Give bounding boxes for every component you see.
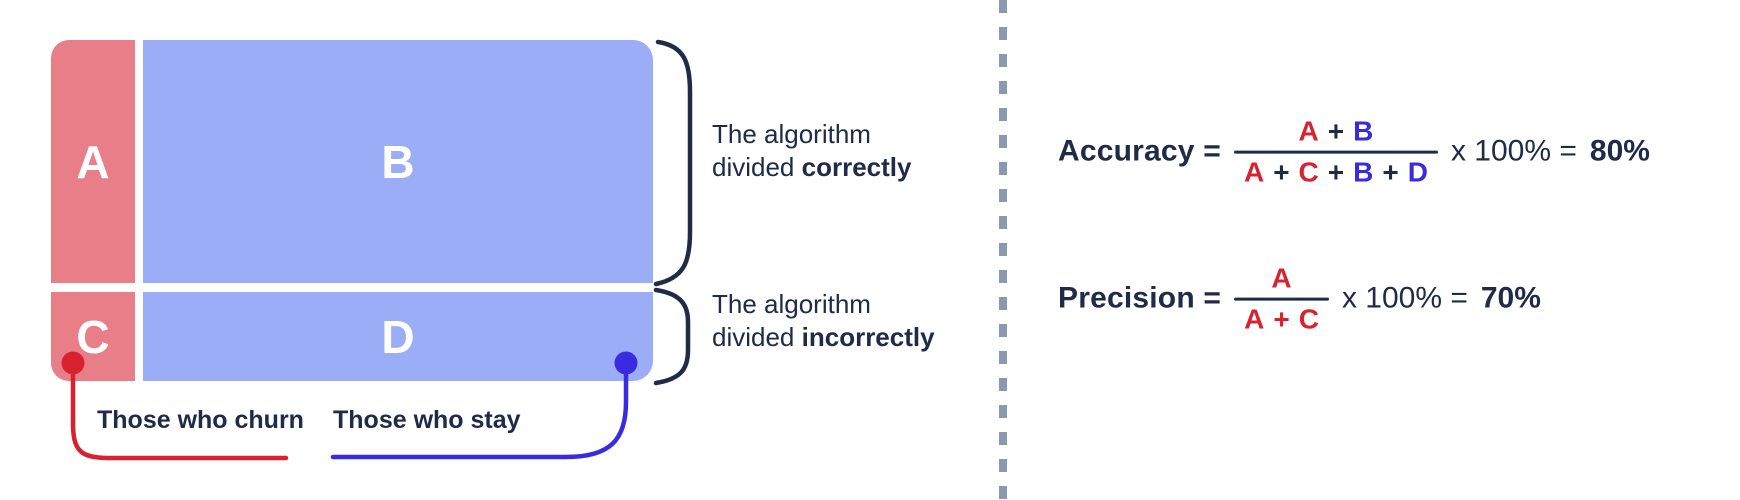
caption-divided-incorrectly: The algorithm divided incorrectly [712,288,935,354]
formula-token: A [1243,156,1265,188]
caption-incorrect-line2: divided [712,322,802,352]
caption-correct-bold: correctly [801,152,912,182]
precision-suffix: x 100% = [1341,282,1468,315]
accuracy-formula: Accuracy = A+B A+C+B+D x 100% = 80% [1058,115,1650,190]
caption-correct-line1: The algorithm [712,119,871,149]
accuracy-label: Accuracy = [1058,135,1221,168]
formula-token: B [1353,115,1374,147]
accuracy-result: 80% [1589,135,1650,168]
caption-correct-line2: divided [712,152,802,182]
accuracy-suffix: x 100% = [1450,135,1577,168]
matrix-cell-a: A [51,40,135,283]
cell-c-label: C [76,310,110,363]
precision-result: 70% [1480,282,1541,315]
accuracy-denominator: A+C+B+D [1234,156,1438,190]
matrix-cell-d: D [143,292,653,381]
precision-denominator: A+C [1234,303,1329,337]
formula-token: B [1353,156,1374,188]
accuracy-numerator: A+B [1289,115,1384,149]
formula-token: + [1382,156,1399,188]
fraction-bar [1234,297,1329,301]
formula-token: A [1244,303,1265,335]
cell-a-label: A [76,135,110,188]
formula-token: + [1327,156,1345,188]
brace-top-icon [653,39,693,287]
formula-token: + [1273,303,1290,335]
caption-divided-correctly: The algorithm divided correctly [712,118,911,184]
precision-formula: Precision = A A+C x 100% = 70% [1058,262,1541,337]
formula-token: D [1407,156,1428,188]
precision-fraction: A A+C [1234,262,1329,337]
cell-b-label: B [381,135,415,188]
precision-numerator: A [1261,262,1301,296]
cell-d-label: D [381,310,415,363]
label-those-who-churn: Those who churn [97,406,304,434]
matrix-cell-c: C [51,292,135,381]
formula-token: + [1273,156,1290,188]
formula-token: A [1298,115,1319,147]
caption-incorrect-line1: The algorithm [712,289,871,319]
precision-label: Precision = [1058,282,1222,315]
formula-token: + [1327,115,1345,147]
label-those-who-stay: Those who stay [333,406,521,434]
matrix-cell-b: B [143,40,653,283]
formula-token: C [1298,156,1319,188]
accuracy-fraction: A+B A+C+B+D [1233,115,1438,190]
fraction-bar [1233,150,1438,154]
caption-incorrect-bold: incorrectly [801,322,935,352]
formula-token: A [1271,262,1292,294]
dashed-divider [999,0,1007,500]
formula-token: C [1298,303,1319,335]
brace-bottom-icon [653,287,691,386]
